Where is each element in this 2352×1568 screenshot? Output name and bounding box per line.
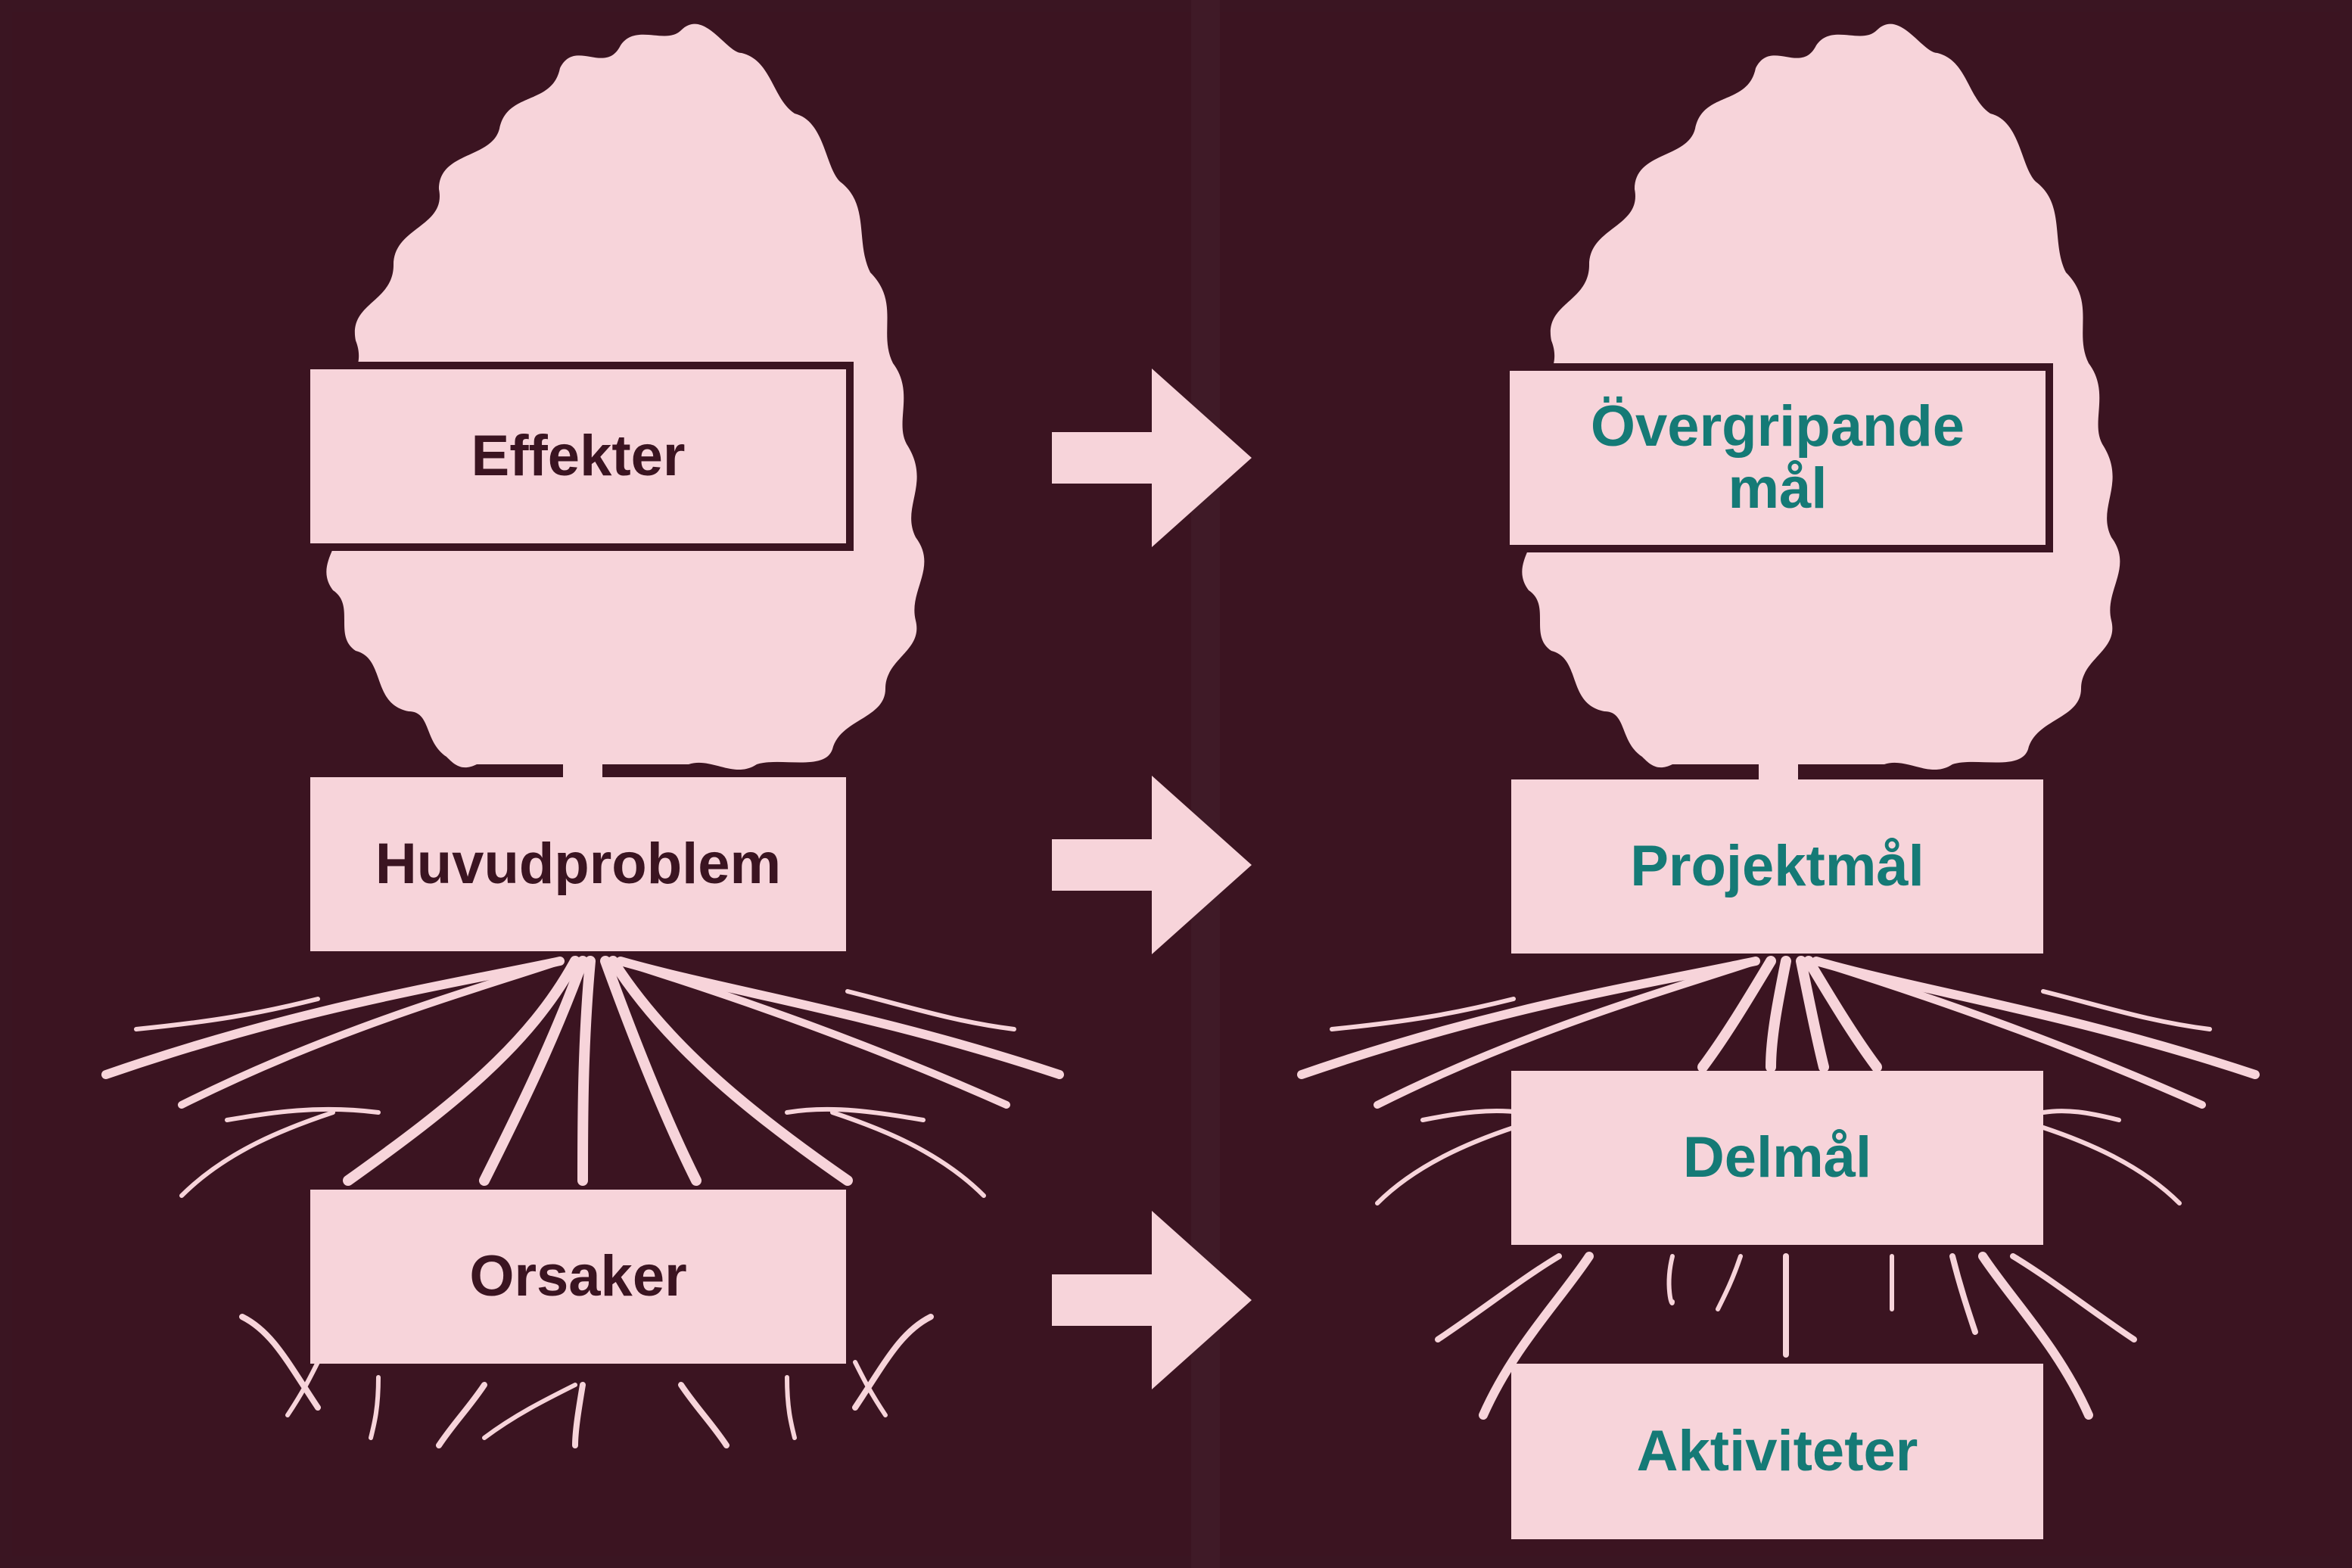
- activities-box: Aktiviteter: [1511, 1364, 2043, 1539]
- sub-goal-box: Delmål: [1511, 1071, 2043, 1245]
- core-problem-label: Huvudproblem: [375, 833, 781, 895]
- effects-box: Effekter: [303, 362, 854, 551]
- arrow-right-icon: [1052, 1211, 1252, 1389]
- activities-label: Aktiviteter: [1637, 1420, 1918, 1482]
- project-goal-box: Projektmål: [1511, 779, 2043, 954]
- causes-box: Orsaker: [310, 1190, 846, 1364]
- overall-goal-box: Övergripande mål: [1502, 363, 2053, 552]
- project-goal-label: Projektmål: [1630, 835, 1924, 898]
- causes-label: Orsaker: [469, 1246, 686, 1308]
- overall-goal-label: Övergripande mål: [1566, 396, 1990, 520]
- arrow-right-icon: [1052, 776, 1252, 954]
- arrow-right-icon: [1052, 369, 1252, 547]
- core-problem-box: Huvudproblem: [310, 777, 846, 951]
- sub-goal-label: Delmål: [1683, 1127, 1871, 1189]
- effects-label: Effekter: [471, 425, 686, 487]
